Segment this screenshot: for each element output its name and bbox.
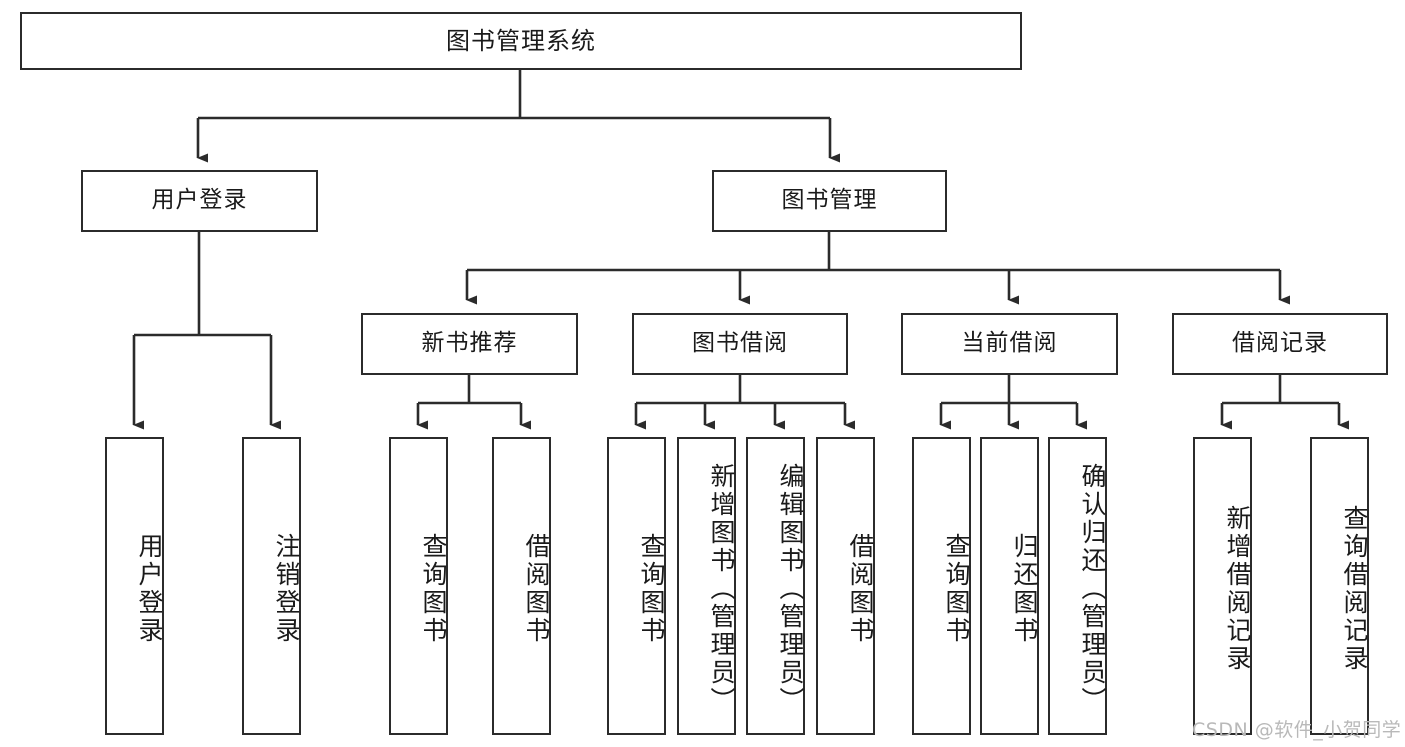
- node-borrow-record[interactable]: 借阅记录: [1172, 313, 1388, 375]
- leaf-confirm-return-label: 确认归还（管理员）: [1078, 463, 1107, 715]
- node-book-borrow[interactable]: 图书借阅: [632, 313, 848, 375]
- node-user-login[interactable]: 用户登录: [81, 170, 318, 232]
- leaf-query-book-3[interactable]: 查询图书: [912, 437, 971, 735]
- leaf-edit-book[interactable]: 编辑图书（管理员）: [746, 437, 805, 735]
- leaf-borrow-book-2[interactable]: 借阅图书: [816, 437, 875, 735]
- leaf-add-record-label: 新增借阅记录: [1223, 505, 1252, 673]
- node-new-book-recommend-label: 新书推荐: [421, 330, 518, 357]
- leaf-query-book-3-label: 查询图书: [942, 533, 971, 645]
- leaf-user-login-label: 用户登录: [135, 533, 164, 645]
- leaf-query-book-2[interactable]: 查询图书: [607, 437, 666, 735]
- leaf-borrow-book-2-label: 借阅图书: [846, 533, 875, 645]
- leaf-return-book[interactable]: 归还图书: [980, 437, 1039, 735]
- leaf-borrow-book-1[interactable]: 借阅图书: [492, 437, 551, 735]
- leaf-add-book[interactable]: 新增图书（管理员）: [677, 437, 736, 735]
- leaf-logout-login-label: 注销登录: [272, 533, 301, 645]
- leaf-query-record[interactable]: 查询借阅记录: [1310, 437, 1369, 735]
- leaf-query-book-2-label: 查询图书: [637, 533, 666, 645]
- leaf-user-login[interactable]: 用户登录: [105, 437, 164, 735]
- node-book-borrow-label: 图书借阅: [692, 330, 788, 357]
- leaf-borrow-book-1-label: 借阅图书: [522, 533, 551, 645]
- node-root-label: 图书管理系统: [446, 26, 596, 55]
- leaf-confirm-return[interactable]: 确认归还（管理员）: [1048, 437, 1107, 735]
- leaf-query-book-1-label: 查询图书: [419, 533, 448, 645]
- node-user-login-label: 用户登录: [151, 187, 248, 214]
- leaf-edit-book-label: 编辑图书（管理员）: [776, 463, 805, 715]
- node-current-borrow-label: 当前借阅: [961, 330, 1058, 357]
- leaf-return-book-label: 归还图书: [1010, 533, 1039, 645]
- leaf-query-book-1[interactable]: 查询图书: [389, 437, 448, 735]
- csdn-watermark: CSDN @软件_小贺同学: [1192, 719, 1402, 741]
- leaf-add-record[interactable]: 新增借阅记录: [1193, 437, 1252, 735]
- node-root-system[interactable]: 图书管理系统: [20, 12, 1022, 70]
- node-new-book-recommend[interactable]: 新书推荐: [361, 313, 578, 375]
- leaf-query-record-label: 查询借阅记录: [1340, 505, 1369, 673]
- leaf-logout-login[interactable]: 注销登录: [242, 437, 301, 735]
- node-book-manage-label: 图书管理: [781, 187, 878, 214]
- leaf-add-book-label: 新增图书（管理员）: [707, 463, 736, 715]
- node-borrow-record-label: 借阅记录: [1232, 330, 1328, 357]
- node-book-manage[interactable]: 图书管理: [712, 170, 947, 232]
- node-current-borrow[interactable]: 当前借阅: [901, 313, 1118, 375]
